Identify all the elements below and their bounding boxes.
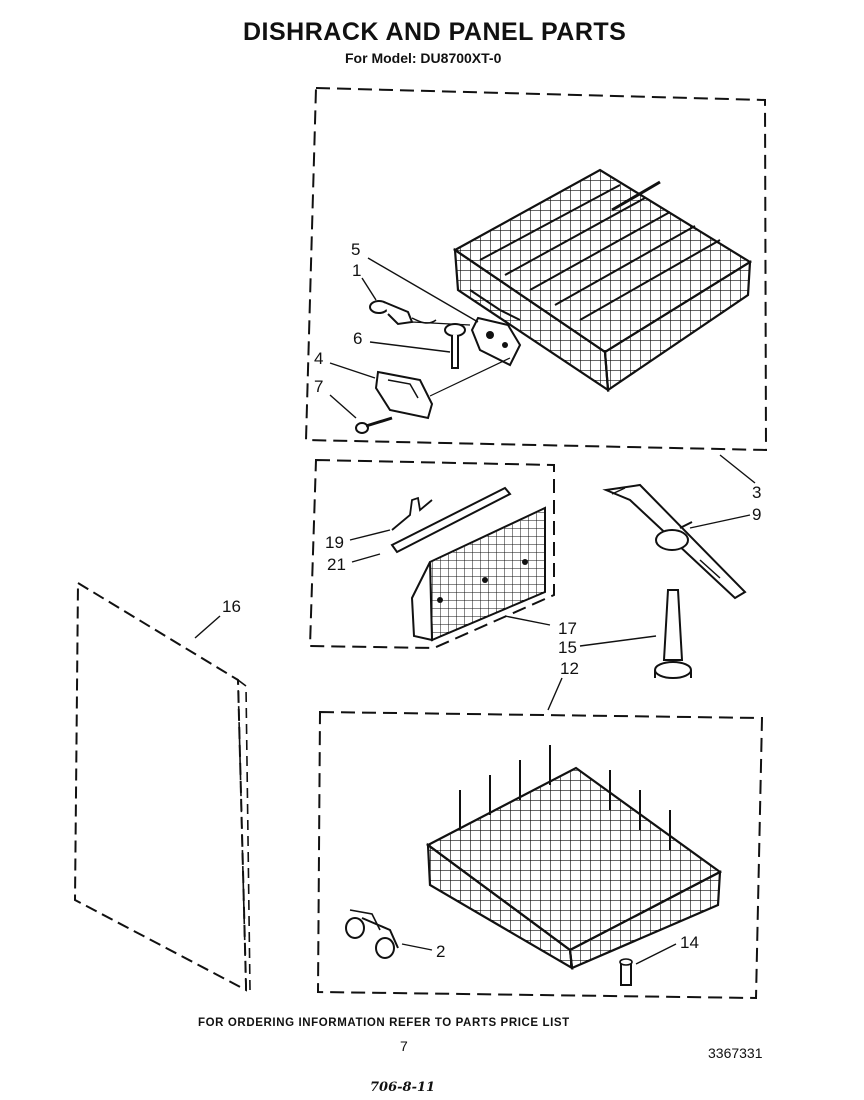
roller-axle-part — [619, 958, 633, 986]
spray-arm-part — [602, 483, 747, 600]
upper-rack-group-outline — [304, 86, 768, 452]
handwritten-note: 706-8-11 — [370, 1080, 436, 1095]
page-title: DISHRACK AND PANEL PARTS — [243, 18, 627, 46]
document-part-number: 3367331 — [708, 1045, 763, 1061]
callout-15: 15 — [558, 638, 577, 657]
callout-4: 4 — [314, 349, 323, 368]
adjuster-spring-part — [369, 300, 437, 326]
callout-17: 17 — [558, 619, 577, 638]
rack-adjuster-bracket — [470, 316, 522, 367]
access-panel-part — [410, 506, 546, 642]
panel-clip-part — [391, 496, 433, 531]
adjuster-pin-part — [444, 323, 466, 369]
panel-group-outline — [308, 458, 555, 650]
callout-3: 3 — [752, 483, 761, 502]
spray-tower-part — [654, 589, 692, 679]
callout-1: 1 — [352, 261, 361, 280]
leader-lines — [194, 257, 756, 965]
callout-12: 12 — [560, 659, 579, 678]
panel-trim-strip-part — [390, 486, 512, 554]
adjuster-cover-part — [374, 370, 434, 420]
lower-dishrack — [425, 745, 723, 971]
upper-dishrack — [452, 168, 753, 393]
callout-6: 6 — [353, 329, 362, 348]
lower-rack-group-outline — [316, 710, 764, 1000]
callout-5: 5 — [351, 240, 360, 259]
callout-19: 19 — [325, 533, 344, 552]
page-number: 7 — [400, 1038, 408, 1054]
callout-21: 21 — [327, 555, 346, 574]
callout-2: 2 — [436, 942, 445, 961]
callout-7: 7 — [314, 377, 323, 396]
adjuster-screw-part — [355, 416, 393, 434]
door-panel-part — [73, 581, 251, 992]
callout-16: 16 — [222, 597, 241, 616]
model-subtitle: For Model: DU8700XT-0 — [345, 50, 502, 66]
callout-14: 14 — [680, 933, 699, 952]
callout-9: 9 — [752, 505, 761, 524]
rack-roller-part — [345, 909, 399, 959]
ordering-note: FOR ORDERING INFORMATION REFER TO PARTS … — [198, 1017, 570, 1029]
